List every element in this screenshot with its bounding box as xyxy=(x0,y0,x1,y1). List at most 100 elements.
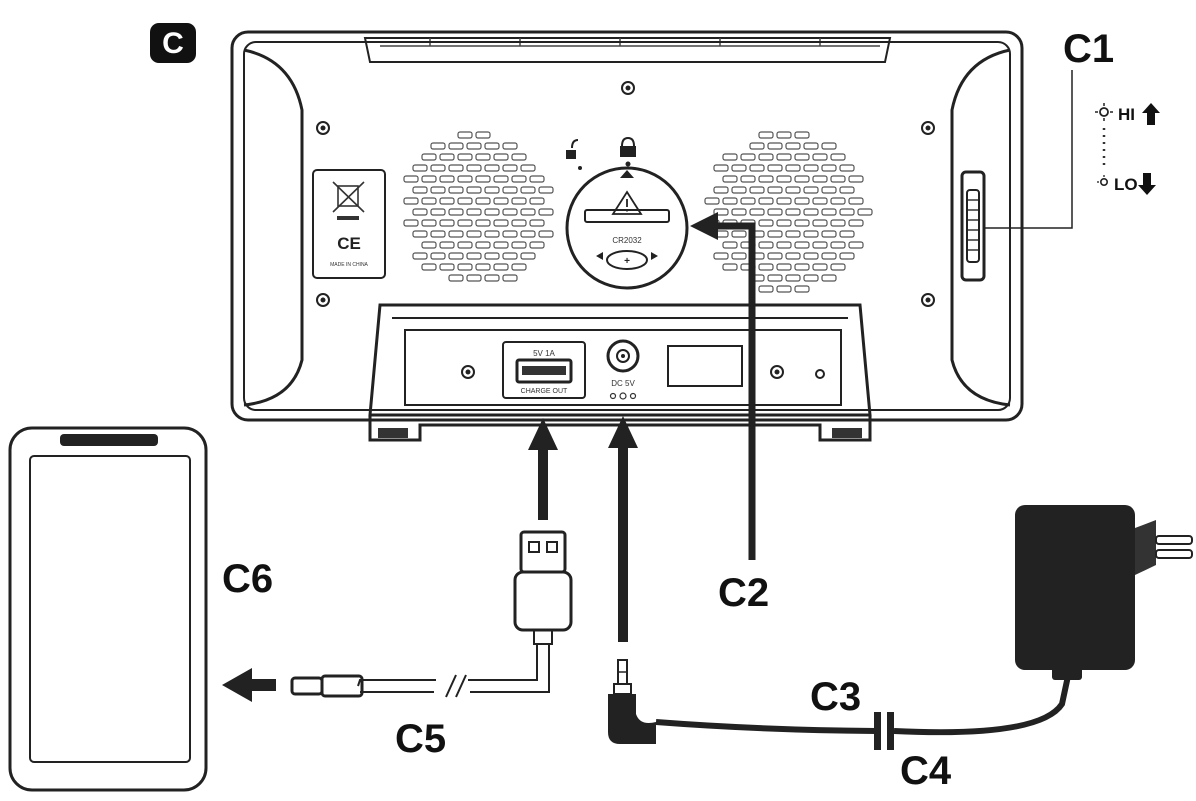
grille-slot xyxy=(830,263,846,271)
adapter-prong xyxy=(1155,535,1193,545)
grille-slot xyxy=(812,241,828,249)
grille-slot xyxy=(794,285,810,293)
grille-slot xyxy=(493,153,509,161)
smartphone xyxy=(8,426,208,792)
figure-badge-letter: C xyxy=(162,27,184,60)
grille-slot xyxy=(421,153,437,161)
grille-slot xyxy=(511,241,527,249)
grille-slot xyxy=(421,263,437,271)
grille-slot xyxy=(803,274,819,282)
grille-slot xyxy=(430,252,446,260)
weee-bin-icon xyxy=(332,181,365,220)
grille-slot xyxy=(839,186,855,194)
adapter-prong xyxy=(1155,549,1193,559)
grille-slot xyxy=(848,175,864,183)
grille-slot xyxy=(821,252,837,260)
grille-slot xyxy=(484,230,500,238)
power-adapter xyxy=(893,505,1193,736)
dimmer-legend: C1 HI LO xyxy=(984,27,1160,229)
grille-slot xyxy=(848,241,864,249)
grille-slot xyxy=(448,274,464,282)
grille-slot xyxy=(421,219,437,227)
grille-slot xyxy=(502,142,518,150)
grille-slot xyxy=(803,142,819,150)
grille-slot xyxy=(466,142,482,150)
grille-slot xyxy=(538,208,554,216)
rotate-left-arrow-icon xyxy=(596,252,603,260)
grille-slot xyxy=(466,208,482,216)
reset-hole[interactable] xyxy=(815,369,825,379)
grille-slot xyxy=(457,197,473,205)
grille-slot xyxy=(704,197,720,205)
usb-charge-port[interactable]: 5V 1A CHARGE OUT xyxy=(502,341,586,399)
grille-slot xyxy=(767,274,783,282)
grille-slot xyxy=(839,164,855,172)
grille-slot xyxy=(520,208,536,216)
grille-slot xyxy=(776,285,792,293)
dimmer-switch[interactable] xyxy=(960,170,986,282)
grille-slot xyxy=(776,263,792,271)
dc-barrel-plug xyxy=(608,659,877,744)
grille-slot xyxy=(511,263,527,271)
dc-power-port[interactable]: DC 5V xyxy=(606,339,640,400)
grille-slot xyxy=(758,175,774,183)
grille-slot xyxy=(403,197,419,205)
grille-slot xyxy=(758,241,774,249)
grille-slot xyxy=(803,230,819,238)
grille-slot xyxy=(430,208,446,216)
screw xyxy=(621,81,635,95)
dc-label-text: DC 5V xyxy=(611,379,635,388)
grille-slot xyxy=(812,197,828,205)
screw xyxy=(921,293,935,307)
grille-slot xyxy=(439,197,455,205)
grille-slot xyxy=(821,208,837,216)
sun-bright-icon xyxy=(1095,103,1113,121)
pointer-triangle-icon xyxy=(620,170,634,178)
grille-slot xyxy=(457,153,473,161)
grille-slot xyxy=(493,219,509,227)
grille-slot xyxy=(767,252,783,260)
arrow-up-icon xyxy=(1142,103,1160,125)
grille-slot xyxy=(722,197,738,205)
arrow-left-icon xyxy=(222,668,252,702)
grille-slot xyxy=(722,153,738,161)
grille-slot xyxy=(412,230,428,238)
grille-slot xyxy=(821,274,837,282)
grille-slot xyxy=(457,175,473,183)
grille-slot xyxy=(776,219,792,227)
grille-slot xyxy=(430,230,446,238)
grille-slot xyxy=(794,175,810,183)
grille-slot xyxy=(475,219,491,227)
grille-slot xyxy=(403,219,419,227)
grille-slot xyxy=(457,131,473,139)
usb-arrow xyxy=(528,418,558,520)
grille-slot xyxy=(466,252,482,260)
grille-slot xyxy=(502,252,518,260)
grille-slot xyxy=(484,142,500,150)
grille-slot xyxy=(421,241,437,249)
grille-slot xyxy=(749,208,765,216)
device-back: CE MADE IN CHINA CR2032 + xyxy=(230,30,1024,442)
grille-slot xyxy=(475,131,491,139)
grille-slot xyxy=(776,241,792,249)
grille-slot xyxy=(466,186,482,194)
grille-slot xyxy=(758,153,774,161)
grille-slot xyxy=(839,230,855,238)
screw xyxy=(316,121,330,135)
figure-badge: C xyxy=(150,23,196,63)
grille-slot xyxy=(758,197,774,205)
grille-slot xyxy=(430,186,446,194)
sun-dim-icon xyxy=(1097,175,1109,187)
grille-slot xyxy=(785,208,801,216)
label-c2: C2 xyxy=(718,571,769,615)
grille-slot xyxy=(448,186,464,194)
grille-slot xyxy=(794,197,810,205)
grille-slot xyxy=(803,208,819,216)
grille-slot xyxy=(520,186,536,194)
unlock-icon xyxy=(566,139,582,170)
grille-slot xyxy=(722,175,738,183)
grille-slot xyxy=(794,219,810,227)
grille-slot xyxy=(776,131,792,139)
grille-slot xyxy=(412,186,428,194)
c1-leader-line xyxy=(984,70,1073,229)
